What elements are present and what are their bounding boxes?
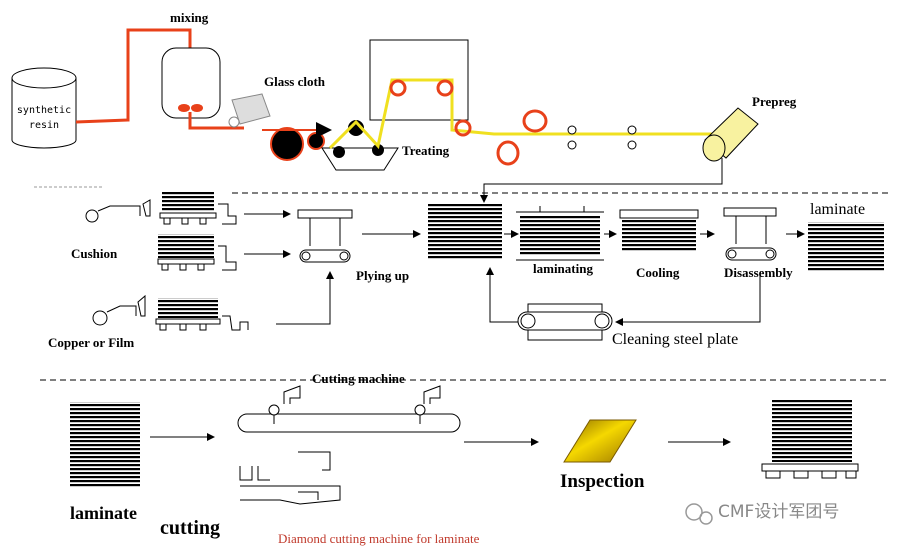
- laminating-press: [516, 206, 604, 261]
- roller-large: [270, 127, 304, 161]
- label-mixing: mixing: [170, 10, 209, 25]
- label-copper-or-film: Copper or Film: [48, 335, 135, 350]
- label-cutting-machine: Cutting machine: [312, 371, 405, 386]
- label-inspection: Inspection: [560, 471, 645, 492]
- mixer-outlet-line: [188, 112, 244, 130]
- layup-book: [428, 204, 502, 260]
- watermark-logo: [685, 503, 713, 525]
- label-diamond-cutting: Diamond cutting machine for laminate: [278, 531, 480, 546]
- mixer-vessel: [161, 47, 221, 119]
- plying-up-machine: [297, 209, 353, 263]
- prepreg-web-line: [328, 78, 724, 150]
- label-cleaning-steel-plate: Cleaning steel plate: [612, 331, 739, 348]
- mixer-paddle: [178, 104, 203, 112]
- steel-plate-stack: [157, 234, 237, 271]
- copper-stack: [155, 298, 249, 331]
- cleaning-conveyor: [517, 303, 613, 341]
- label-synthetic-resin-1: synthetic: [16, 105, 72, 116]
- label-disassembly: Disassembly: [724, 265, 793, 280]
- copper-feeder: [92, 294, 146, 326]
- label-laminate-bottom: laminate: [70, 503, 137, 523]
- cutting-machine: [237, 385, 461, 505]
- label-treating: Treating: [402, 143, 450, 158]
- label-glass-cloth: Glass cloth: [264, 74, 326, 89]
- disassembly-machine: [723, 207, 777, 261]
- label-cushion: Cushion: [71, 246, 118, 261]
- laminate-output-stack: [808, 222, 884, 272]
- guide-rollers: [567, 125, 637, 150]
- cushion-stack: [159, 192, 237, 225]
- label-laminate-top: laminate: [810, 201, 866, 218]
- laminate-input-stack: [70, 402, 140, 488]
- inspection-plate: [563, 419, 637, 463]
- label-plying-up: Plying up: [356, 268, 410, 283]
- cushion-feeder: [85, 199, 151, 223]
- label-cutting: cutting: [160, 517, 220, 539]
- label-prepreg: Prepreg: [752, 94, 797, 109]
- label-synthetic-resin-2: resin: [28, 120, 60, 131]
- label-cooling: Cooling: [636, 265, 680, 280]
- watermark-text: CMF设计军团号: [718, 502, 840, 522]
- label-laminating: laminating: [533, 261, 593, 276]
- final-pallet-stack: [761, 400, 859, 479]
- resin-tank: [11, 67, 77, 149]
- roller-small: [307, 132, 325, 150]
- dryer-rollers: [389, 79, 548, 166]
- glass-cloth-roll: [228, 93, 271, 128]
- cooling-press: [619, 209, 699, 252]
- prepreg-roll: [702, 107, 759, 162]
